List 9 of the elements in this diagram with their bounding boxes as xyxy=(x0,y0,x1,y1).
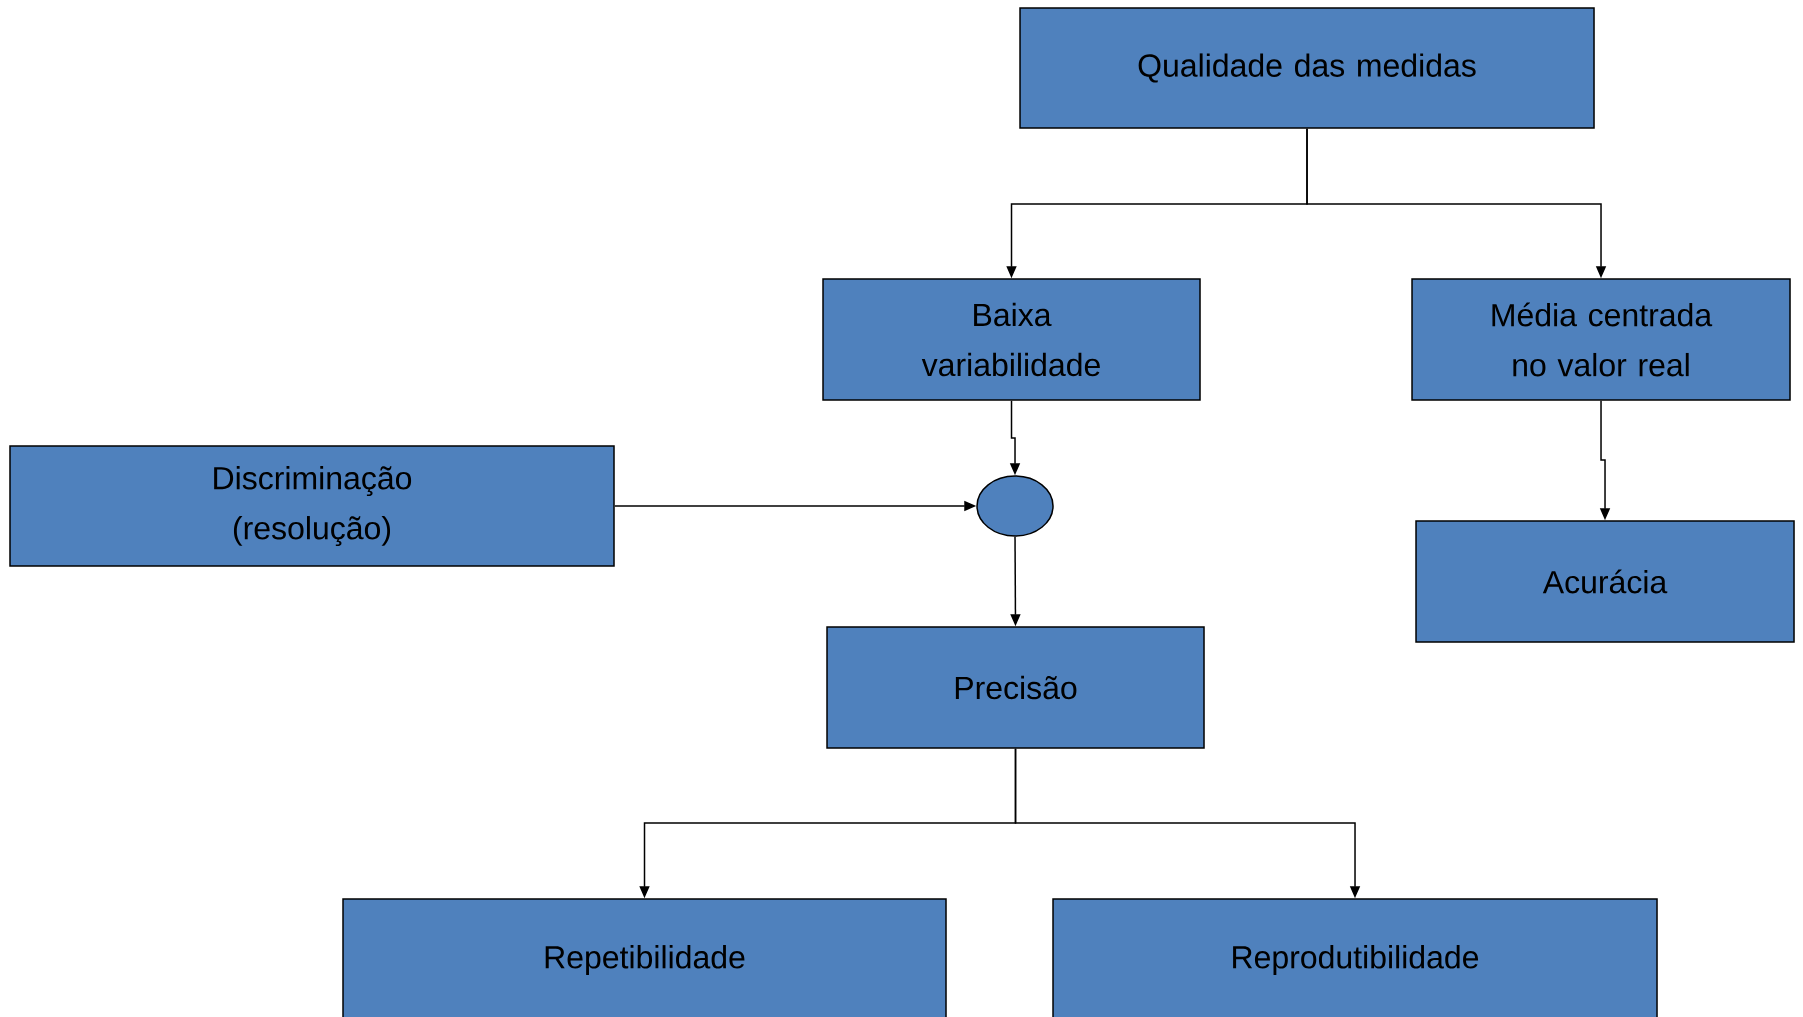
process-box: Média centrada no valor real xyxy=(1411,278,1791,401)
process-box: Precisão xyxy=(826,626,1205,749)
process-box: Qualidade das medidas xyxy=(1019,7,1595,129)
junction-circle xyxy=(976,475,1054,537)
process-box: Repetibilidade xyxy=(342,898,947,1017)
process-box: Acurácia xyxy=(1415,520,1795,643)
process-box: Discriminação (resolução) xyxy=(9,445,615,567)
process-box: Reprodutibilidade xyxy=(1052,898,1658,1017)
process-box: Baixa variabilidade xyxy=(822,278,1201,401)
